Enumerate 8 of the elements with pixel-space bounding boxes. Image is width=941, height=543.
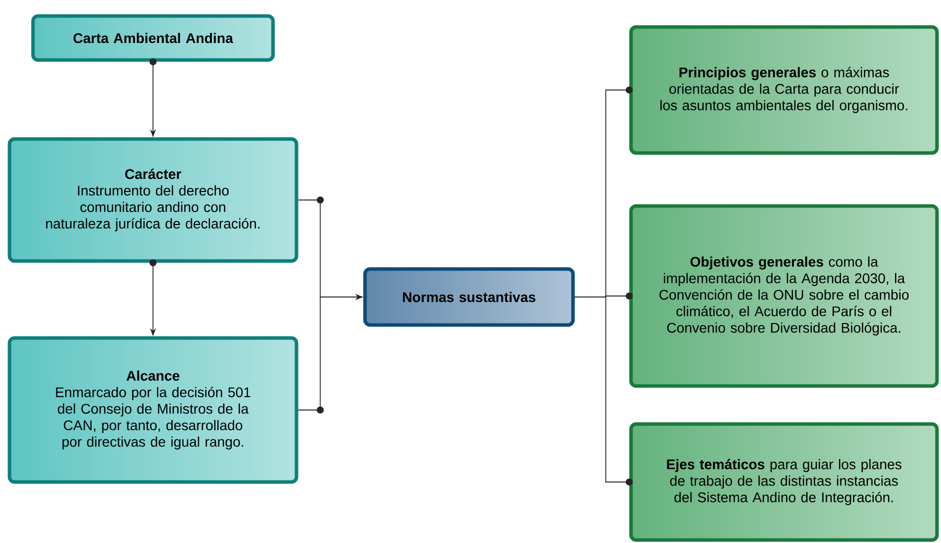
connector-arrow — [574, 296, 633, 486]
concept-box: Alcance Enmarcado por la decisión 501 del Consejo de Ministros de la CAN, por tanto, desarrollado por directivas de igual rango. — [8, 336, 298, 484]
detail-box: Objetivos generales como la implementación de la Agenda 2030, la Convención de la ONU sobre el cambio climático, el Acuerdo de París o el Convenio sobre Diversidad Biológica. — [629, 204, 939, 388]
detail-box: Ejes temáticos para guiar los planes de trabajo de las distintas instancias del Sistema Andino de Integración. — [629, 422, 939, 542]
concept-box: Carácter Instrumento del derecho comunitario andino con naturaleza jurídica de declaración. — [8, 137, 298, 263]
central-box: Normas sustantivas — [363, 267, 575, 327]
concept-box: Carta Ambiental Andina — [31, 14, 275, 62]
detail-box: Principios generales o máximas orientadas de la Carta para conducir los asuntos ambientales del organismo. — [629, 25, 939, 155]
